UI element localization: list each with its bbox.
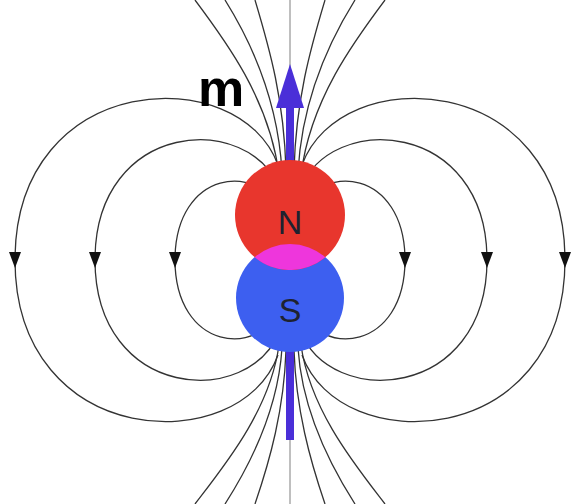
field-line — [301, 0, 385, 175]
field-line — [195, 0, 279, 175]
field-line — [195, 345, 279, 504]
field-line — [15, 98, 278, 421]
field-line — [302, 98, 565, 421]
field-line — [294, 0, 325, 170]
field-line — [255, 350, 286, 504]
moment-arrow-head — [276, 64, 304, 108]
field-arrowhead — [89, 252, 101, 268]
pole-fill — [236, 244, 344, 352]
field-arrowhead — [399, 252, 411, 268]
field-line — [301, 345, 385, 504]
north-pole: N — [235, 160, 345, 270]
field-line — [255, 0, 286, 170]
pole-letter: N — [235, 205, 345, 239]
field-arrowhead — [169, 252, 181, 268]
field-arrowhead — [9, 252, 21, 268]
pole-letter: S — [236, 293, 344, 327]
pole-fill — [235, 160, 345, 270]
field-arrowhead — [481, 252, 493, 268]
field-arrowhead — [559, 252, 571, 268]
field-line — [294, 350, 325, 504]
moment-label: m — [198, 62, 244, 114]
